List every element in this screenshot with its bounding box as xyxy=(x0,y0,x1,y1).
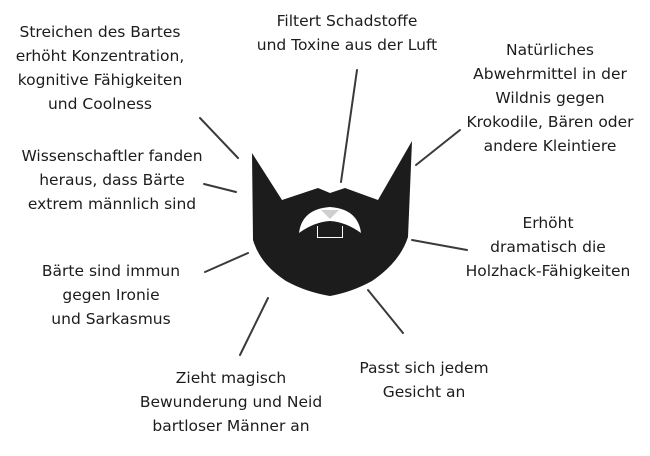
connector-face xyxy=(367,289,404,334)
connector-comb xyxy=(199,117,239,159)
benefit-label-face: Passt sich jedem Gesicht an xyxy=(359,359,489,401)
beard-shape xyxy=(252,141,412,296)
connector-magic xyxy=(239,297,269,356)
connector-defense xyxy=(415,129,461,166)
beard-mustache-tooth xyxy=(321,210,339,219)
beard-chin-notch-inner xyxy=(318,226,342,237)
connector-science xyxy=(203,183,237,193)
benefit-label-magic: Zieht magisch Bewunderung und Neid bartl… xyxy=(139,369,323,435)
benefit-label-woodcutting: Erhöht dramatisch die Holzhack-Fähigkeit… xyxy=(465,214,631,280)
benefit-label-comb: Streichen des Bartes erhöht Konzentratio… xyxy=(15,23,185,113)
connector-woodcutting xyxy=(411,239,468,251)
benefit-label-science: Wissenschaftler fanden heraus, dass Bärt… xyxy=(21,147,203,213)
benefit-label-irony: Bärte sind immun gegen Ironie und Sarkas… xyxy=(41,262,181,328)
benefit-label-filter: Filtert Schadstoffe und Toxine aus der L… xyxy=(256,12,438,54)
connector-filter xyxy=(340,69,358,183)
connector-irony xyxy=(204,252,249,273)
benefit-label-defense: Natürliches Abwehrmittel in der Wildnis … xyxy=(466,41,634,155)
